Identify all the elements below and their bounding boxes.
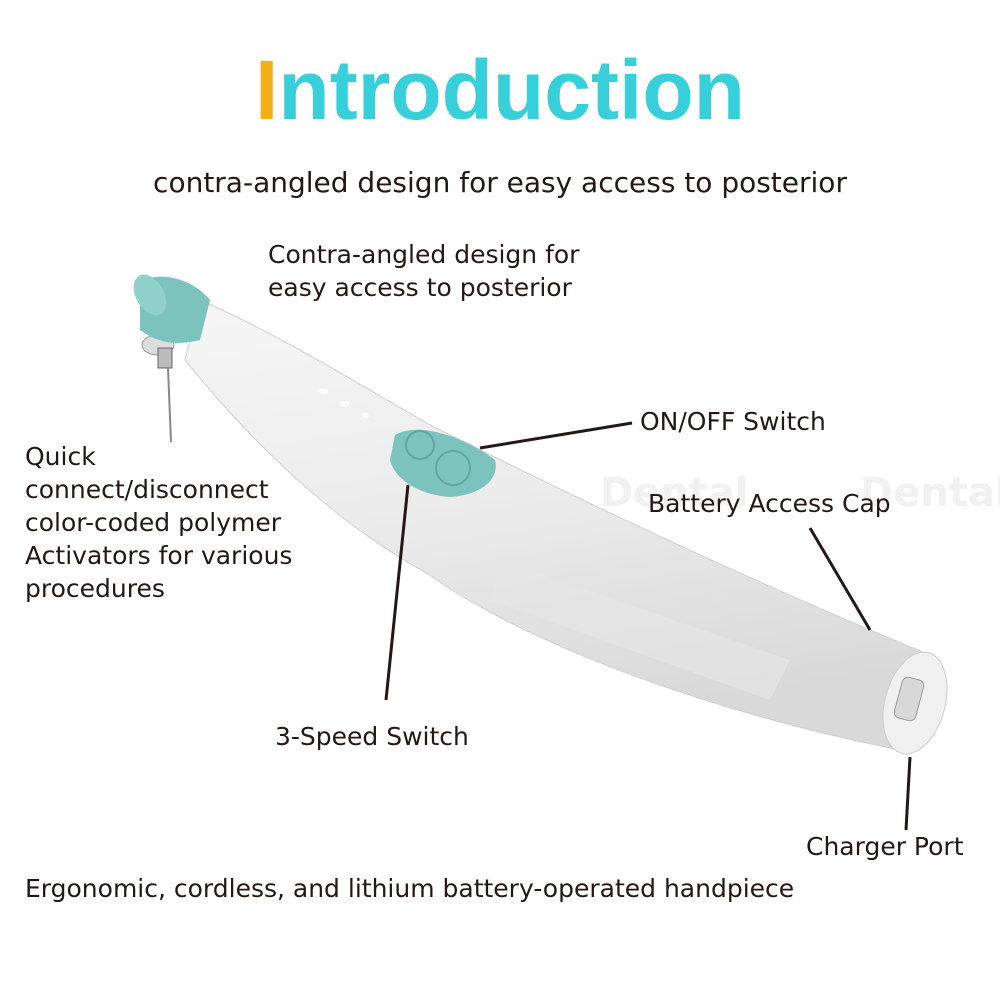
label-speed-switch: 3-Speed Switch <box>275 722 469 751</box>
label-line: Contra-angled design for <box>268 240 580 269</box>
leader-lines <box>384 421 912 831</box>
label-charger-port: Charger Port <box>806 832 964 861</box>
power-button-icon <box>435 450 471 486</box>
head-cap <box>133 274 210 343</box>
subtitle: contra-angled design for easy access to … <box>153 166 847 199</box>
label-battery-cap: Battery Access Cap <box>648 489 891 518</box>
label-contra-angled: Contra-angled design for easy access to … <box>268 238 579 304</box>
label-line: connect/disconnect <box>25 475 269 504</box>
title-accent-letter: I <box>255 43 279 137</box>
handpiece-body <box>184 299 931 751</box>
footer-caption: Ergonomic, cordless, and lithium battery… <box>25 874 795 903</box>
label-quick-connect: Quick connect/disconnect color-coded pol… <box>25 440 292 605</box>
title-rest: ntroduction <box>278 43 745 137</box>
activator-tip <box>141 334 175 443</box>
button-pad <box>390 429 496 497</box>
label-line: Activators for various <box>25 541 293 570</box>
speed-indicator-leds <box>318 389 369 418</box>
label-line: procedures <box>25 574 165 603</box>
speed-button-icon <box>405 430 435 460</box>
label-line: easy access to posterior <box>268 273 572 302</box>
label-line: Quick <box>25 442 96 471</box>
watermark: Dental <box>600 470 749 516</box>
label-line: color-coded polymer <box>25 508 282 537</box>
label-on-off: ON/OFF Switch <box>640 407 826 436</box>
watermark: Dental <box>860 470 1000 516</box>
page-title: Introduction <box>0 45 1000 135</box>
charger-port-end <box>882 651 948 755</box>
